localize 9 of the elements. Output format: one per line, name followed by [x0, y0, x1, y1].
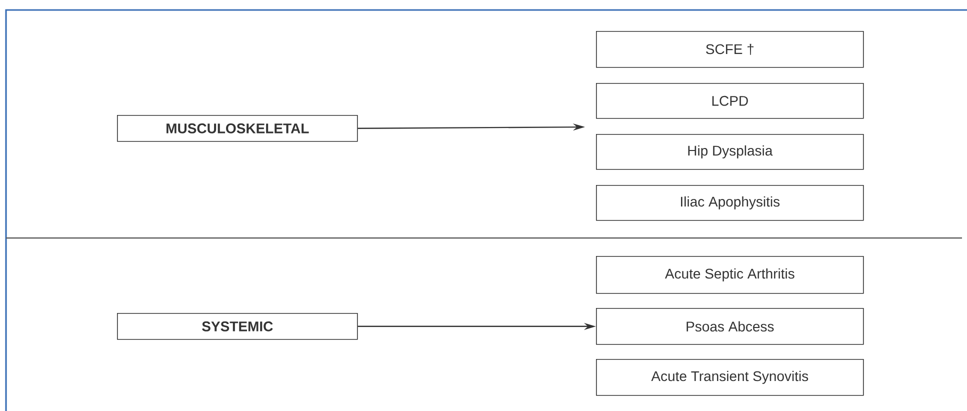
condition-box: SCFE † [596, 31, 864, 68]
condition-box: Iliac Apophysitis [596, 184, 864, 221]
condition-box: Psoas Abcess [596, 308, 864, 345]
condition-box: LCPD [596, 83, 864, 119]
category-box: MUSCULOSKELETAL [117, 115, 358, 142]
condition-box: Hip Dysplasia [596, 134, 864, 170]
condition-box: Acute Transient Synovitis [596, 359, 864, 396]
condition-box: Acute Septic Arthritis [596, 256, 864, 294]
category-box: SYSTEMIC [117, 313, 358, 340]
